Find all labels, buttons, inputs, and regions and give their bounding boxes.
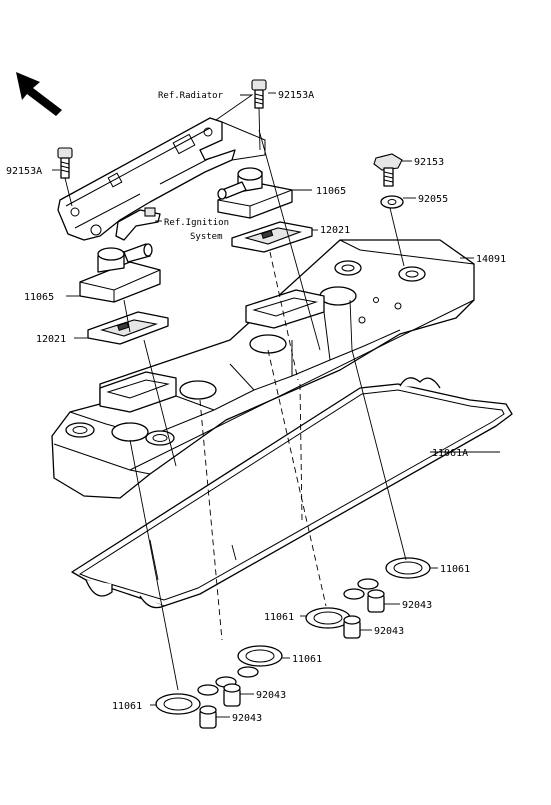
collar-1 xyxy=(367,589,385,613)
part-number-labels: 92153A 92153A 92153 92055 11065 11065 12… xyxy=(6,90,506,724)
plug-seal-3 xyxy=(237,645,283,667)
arrow-up-left-icon xyxy=(16,72,62,116)
collar-2 xyxy=(343,615,361,639)
callout-92055: 92055 xyxy=(418,194,448,205)
callout-92153a-left: 92153A xyxy=(6,166,42,177)
callout-11065-left: 11065 xyxy=(24,292,54,303)
plug-seal-4 xyxy=(155,693,201,715)
callout-11061-4: 11061 xyxy=(112,701,142,712)
callout-92043-1: 92043 xyxy=(402,600,432,611)
plug-seal-2 xyxy=(305,607,351,629)
reference-labels: Ref.Radiator Ref.Ignition System xyxy=(158,91,229,242)
callout-11061a: 11061A xyxy=(432,448,468,459)
callout-11061-2: 11061 xyxy=(264,612,294,623)
plug-seal-1 xyxy=(385,557,431,579)
callout-92153a-top: 92153A xyxy=(278,90,314,101)
reed-plate-right xyxy=(231,221,313,253)
collar-3 xyxy=(223,683,241,707)
head-cover-gasket xyxy=(71,377,513,609)
callout-92043-3: 92043 xyxy=(256,690,286,701)
breather-cap-right xyxy=(217,167,293,219)
radiator-bracket xyxy=(57,117,266,241)
leader-lines xyxy=(52,92,500,718)
reed-plate-left xyxy=(87,311,169,345)
assembly-lines xyxy=(64,107,407,691)
bolt-92153a-top xyxy=(251,79,267,109)
callout-92043-4: 92043 xyxy=(232,713,262,724)
ref-ignition-label: Ref.Ignition xyxy=(164,218,229,228)
callout-11065-right: 11065 xyxy=(316,186,346,197)
cylinder-head-cover xyxy=(51,239,475,499)
ref-radiator-label: Ref.Radiator xyxy=(158,91,224,101)
bolt-92153a-left xyxy=(57,147,73,179)
callout-12021-right: 12021 xyxy=(320,225,350,236)
breather-cap-left xyxy=(79,243,161,303)
callout-11061-3: 11061 xyxy=(292,654,322,665)
washer-92055 xyxy=(380,195,404,209)
callout-12021-left: 12021 xyxy=(36,334,66,345)
callout-92153: 92153 xyxy=(414,157,444,168)
ref-ignition-system-label: System xyxy=(190,232,223,242)
callout-14091: 14091 xyxy=(476,254,506,265)
bolt-92153 xyxy=(373,153,403,187)
collar-4 xyxy=(199,705,217,729)
seal-rings xyxy=(197,578,379,696)
callout-92043-2: 92043 xyxy=(374,626,404,637)
callout-11061-1: 11061 xyxy=(440,564,470,575)
